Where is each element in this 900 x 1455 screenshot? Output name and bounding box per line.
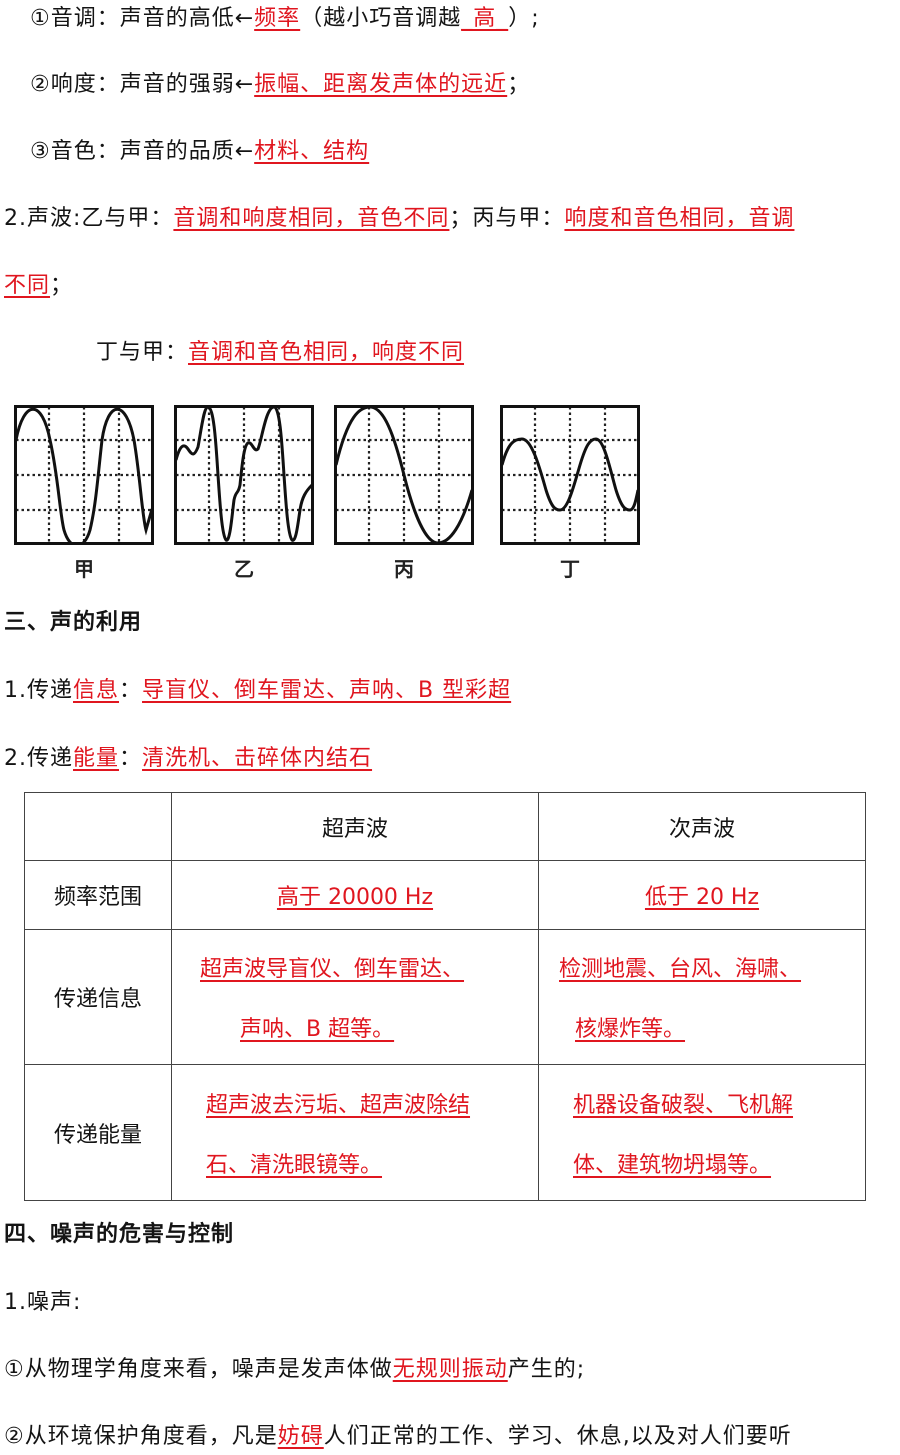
ultrasound-info-line-2: 声呐、B 超等。 <box>240 1017 395 1042</box>
noise-environment-line: ②从环境保护角度看，凡是妨碍人们正常的工作、学习、休息,以及对人们要听 <box>4 1422 792 1452</box>
sound-wave-line: 2.声波:乙与甲：音调和响度相同，音色不同；丙与甲：响度和音色相同，音调 <box>4 204 794 234</box>
row-label-frequency: 频率范围 <box>24 860 172 930</box>
loudness-line: ②响度：声音的强弱←振幅、距离发声体的远近； <box>30 70 530 100</box>
waveform-ding: 丁 <box>500 405 640 581</box>
ultrasound-energy-line-1: 超声波去污垢、超声波除结 <box>206 1092 471 1118</box>
ding-jia-line: 丁与甲：音调和音色相同，响度不同 <box>96 338 464 368</box>
section4-heading: 四、噪声的危害与控制 <box>4 1222 235 1247</box>
yi-jia-answer: 音调和响度相同，音色不同 <box>173 206 450 231</box>
ultrasound-info-line-1: 超声波导盲仪、倒车雷达、 <box>200 957 465 982</box>
infrasound-information: 检测地震、台风、海啸、 核爆炸等。 <box>538 929 866 1065</box>
physics-answer: 无规则振动 <box>392 1357 508 1382</box>
timbre-line: ③音色：声音的品质←材料、结构 <box>30 137 369 167</box>
waveform-yi-icon <box>174 405 314 545</box>
bing-jia-answer-1: 响度和音色相同，音调 <box>564 206 795 231</box>
environment-answer: 妨碍 <box>277 1424 324 1449</box>
row-label-information: 传递信息 <box>24 929 172 1065</box>
info-transfer-line: 1.传递信息：导盲仪、倒车雷达、声呐、B 型彩超 <box>4 676 511 706</box>
environment-prefix: ②从环境保护角度看，凡是 <box>4 1424 278 1449</box>
pitch-line: ①音调：声音的高低←频率（越小巧音调越_高_）; <box>30 4 540 34</box>
waveform-jia-icon <box>14 405 154 545</box>
pitch-suffix: ）; <box>508 6 540 31</box>
table-row: 频率范围 高于 20000 Hz 低于 20 Hz <box>24 860 866 930</box>
energy-answer: 清洗机、击碎体内结石 <box>142 746 373 771</box>
infrasound-energy-line-2: 体、建筑物坍塌等。 <box>573 1152 772 1178</box>
waveform-figures: 甲 乙 丙 <box>12 405 652 581</box>
physics-prefix: ①从物理学角度来看，噪声是发声体做 <box>4 1357 393 1382</box>
table-row: 传递能量 超声波去污垢、超声波除结 石、清洗眼镜等。 机器设备破裂、飞机解 体、… <box>24 1064 866 1201</box>
info-prefix: 1.传递 <box>4 678 73 703</box>
energy-transfer-line: 2.传递能量：清洗机、击碎体内结石 <box>4 744 372 774</box>
ultrasound-energy: 超声波去污垢、超声波除结 石、清洗眼镜等。 <box>171 1064 539 1201</box>
bing-jia-answer-2: 不同 <box>4 273 51 298</box>
table-header-infrasound: 次声波 <box>538 792 866 861</box>
environment-suffix: 人们正常的工作、学习、休息,以及对人们要听 <box>323 1424 792 1449</box>
pitch-prefix: ①音调：声音的高低← <box>30 6 255 31</box>
noise-item-label: 1.噪声: <box>4 1290 82 1315</box>
waveform-jia-label: 甲 <box>74 557 94 581</box>
loudness-answer: 振幅、距离发声体的远近 <box>254 72 508 97</box>
table-header-row: 超声波 次声波 <box>24 792 866 861</box>
ultrasound-frequency: 高于 20000 Hz <box>171 860 539 930</box>
energy-key: 能量 <box>73 746 120 771</box>
infrasound-info-line-2: 核爆炸等。 <box>575 1017 686 1042</box>
sound-wave-end: ； <box>50 273 74 298</box>
info-key: 信息 <box>73 678 120 703</box>
sound-wave-line-2: 不同； <box>4 271 73 301</box>
info-answer: 导盲仪、倒车雷达、声呐、B 型彩超 <box>142 678 512 703</box>
pitch-answer: 频率 <box>254 6 301 31</box>
infrasound-frequency-value: 低于 20 Hz <box>644 885 760 910</box>
waveform-bing: 丙 <box>334 405 474 581</box>
loudness-prefix: ②响度：声音的强弱← <box>30 72 255 97</box>
info-colon: ： <box>119 678 143 703</box>
waveform-bing-icon <box>334 405 474 545</box>
noise-physics-line: ①从物理学角度来看，噪声是发声体做无规则振动产生的; <box>4 1355 585 1385</box>
physics-suffix: 产生的; <box>507 1357 586 1382</box>
waveform-bing-label: 丙 <box>394 557 414 581</box>
infrasound-energy-line-1: 机器设备破裂、飞机解 <box>573 1092 794 1118</box>
timbre-prefix: ③音色：声音的品质← <box>30 139 255 164</box>
waveform-ding-label: 丁 <box>560 557 580 581</box>
row-label-energy: 传递能量 <box>24 1064 172 1201</box>
infrasound-energy: 机器设备破裂、飞机解 体、建筑物坍塌等。 <box>538 1064 866 1201</box>
table-header-empty <box>24 792 172 861</box>
table-header-ultrasound: 超声波 <box>171 792 539 861</box>
pitch-blank: _高_ <box>461 6 509 31</box>
ultrasound-energy-line-2: 石、清洗眼镜等。 <box>206 1152 383 1178</box>
table-row: 传递信息 超声波导盲仪、倒车雷达、 声呐、B 超等。 检测地震、台风、海啸、 核… <box>24 929 866 1065</box>
bing-jia-label: ；丙与甲： <box>449 206 565 231</box>
timbre-answer: 材料、结构 <box>254 139 370 164</box>
waveform-ding-icon <box>500 405 640 545</box>
waveform-jia: 甲 <box>14 405 154 581</box>
infrasound-info-line-1: 检测地震、台风、海啸、 <box>559 957 802 982</box>
energy-colon: ： <box>119 746 143 771</box>
pitch-mid: （越小巧音调越 <box>300 6 462 31</box>
waveform-yi: 乙 <box>174 405 314 581</box>
loudness-suffix: ； <box>507 72 531 97</box>
energy-prefix: 2.传递 <box>4 746 73 771</box>
ding-jia-label: 丁与甲： <box>96 340 189 365</box>
infrasound-frequency: 低于 20 Hz <box>538 860 866 930</box>
waveform-yi-label: 乙 <box>234 557 254 581</box>
ultrasound-information: 超声波导盲仪、倒车雷达、 声呐、B 超等。 <box>171 929 539 1065</box>
ultrasound-frequency-value: 高于 20000 Hz <box>276 885 434 910</box>
ding-jia-answer: 音调和音色相同，响度不同 <box>188 340 465 365</box>
sound-wave-label: 2.声波:乙与甲： <box>4 206 174 231</box>
section3-heading: 三、声的利用 <box>4 610 143 635</box>
ultrasound-infrasound-table: 超声波 次声波 频率范围 高于 20000 Hz 低于 20 Hz 传递信息 超… <box>24 792 866 1201</box>
